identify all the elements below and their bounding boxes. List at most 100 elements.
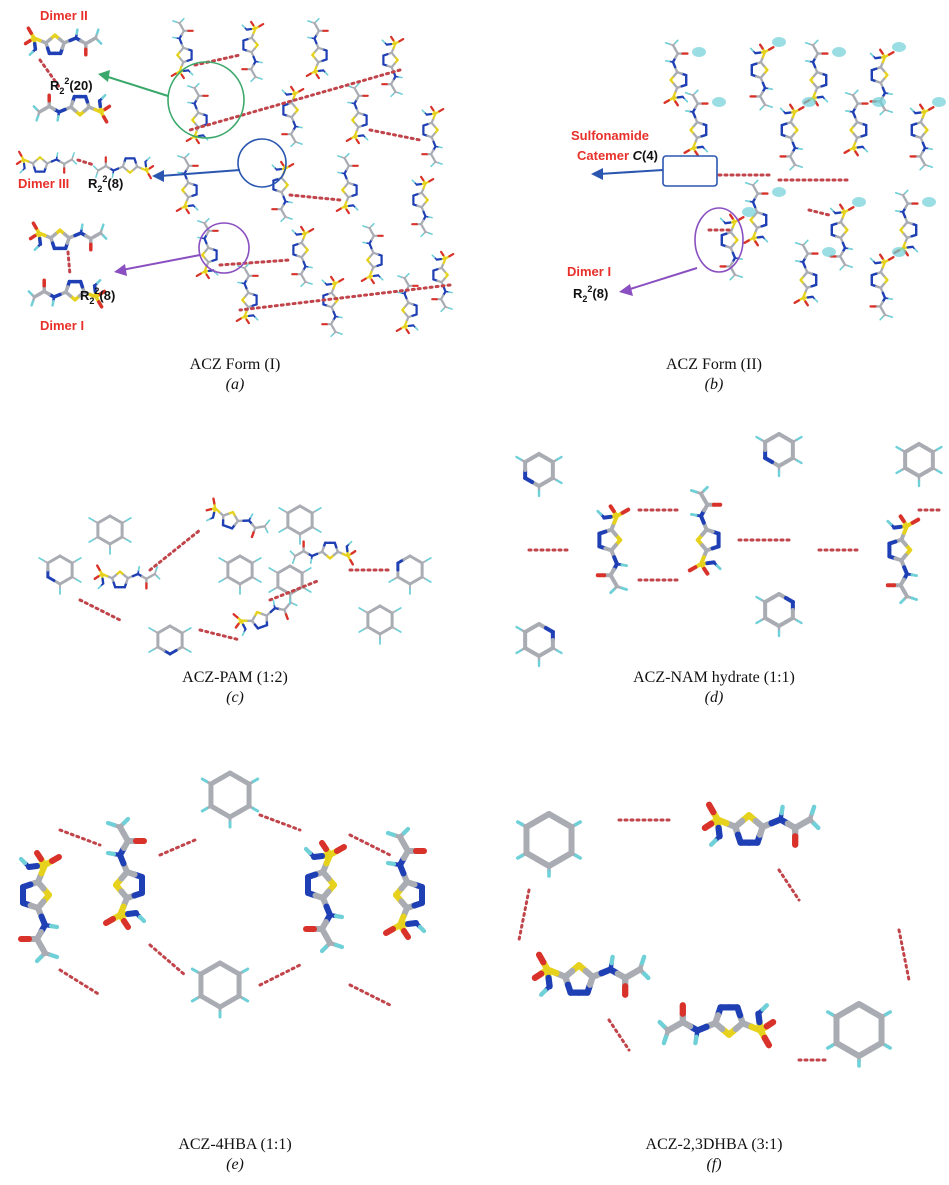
aromatic-ring [88, 514, 132, 555]
label-dimer2: Dimer II [40, 8, 88, 23]
bond [349, 559, 355, 566]
bond [844, 109, 851, 113]
hydrogen-bond [58, 968, 102, 997]
bond [234, 622, 240, 629]
bond [56, 114, 60, 122]
bond [180, 73, 185, 80]
bond [73, 160, 78, 165]
acetazolamide-molecule [18, 850, 62, 964]
bond [414, 326, 419, 331]
bond [370, 222, 375, 227]
bond [927, 147, 934, 151]
bond [258, 22, 265, 28]
aromatic-ring [278, 504, 322, 545]
bond [298, 142, 303, 145]
acetazolamide-molecule [779, 103, 805, 171]
bond [719, 217, 724, 222]
thermal-ellipsoid [802, 97, 816, 107]
bond [80, 223, 84, 231]
hydrogen-bond [238, 283, 452, 312]
bond [288, 201, 293, 204]
acetazolamide-molecule [205, 497, 271, 539]
bond [888, 255, 895, 261]
bond [425, 578, 432, 583]
bond [516, 820, 524, 827]
acetazolamide-molecule [719, 213, 745, 281]
acetazolamide-molecule [395, 272, 419, 335]
caption-f-title: ACZ-2,3DHBA (3:1) [645, 1136, 783, 1153]
acetazolamide-molecule [321, 275, 345, 338]
bond [555, 649, 563, 655]
bond [281, 89, 286, 94]
bond [620, 563, 629, 568]
bond [385, 860, 397, 867]
bond [137, 565, 141, 572]
bond [754, 179, 759, 184]
bond [839, 203, 844, 210]
bond [309, 558, 313, 565]
bond [814, 298, 819, 303]
bond [401, 928, 411, 940]
bond [75, 557, 82, 562]
bond [249, 513, 254, 519]
bond [694, 150, 699, 157]
arrow-dimer3 [159, 169, 241, 177]
bond [298, 126, 303, 129]
bond [195, 138, 200, 145]
bond [789, 103, 794, 110]
panel-d-diagram [515, 432, 943, 668]
thermal-ellipsoid [922, 197, 936, 207]
bond [102, 115, 109, 124]
bond [347, 101, 352, 104]
thermal-ellipsoid [712, 97, 726, 107]
bond [420, 233, 425, 238]
bond [364, 136, 369, 141]
hydrogen-bond [517, 888, 531, 942]
bond [338, 316, 343, 319]
bond [641, 971, 651, 981]
bond [272, 600, 276, 606]
bond [268, 588, 275, 593]
bond [693, 1034, 699, 1046]
bond [687, 565, 698, 573]
caption-f-letter: (f) [706, 1156, 722, 1173]
bond [101, 93, 107, 100]
bond [438, 146, 443, 149]
bond [291, 229, 296, 234]
bond [829, 207, 834, 212]
thermal-ellipsoid [892, 247, 906, 257]
bond [620, 507, 631, 515]
acetazolamide-molecule [175, 152, 199, 215]
bond [292, 603, 298, 607]
aromatic-ring [895, 442, 943, 488]
bond [689, 488, 698, 494]
acetazolamide-molecule [170, 17, 194, 80]
thermal-ellipsoid [692, 47, 706, 57]
bond [705, 801, 717, 816]
bond [34, 954, 44, 964]
bond [56, 152, 59, 157]
bond [417, 924, 427, 934]
bond [438, 107, 445, 113]
bond [574, 820, 582, 827]
bond [338, 277, 345, 283]
bond [894, 191, 901, 195]
bond [888, 50, 895, 56]
acetazolamide-molecule [28, 221, 108, 252]
arrow-dimer1-head [114, 264, 127, 276]
dimer1-highlight-circle [198, 222, 250, 274]
bond [335, 207, 342, 213]
bond [334, 844, 347, 854]
caption-c-letter: (c) [226, 689, 244, 706]
bond [684, 98, 689, 103]
bond [574, 853, 582, 860]
bond [72, 152, 75, 157]
aromatic-ring [755, 592, 803, 638]
bond [779, 107, 784, 112]
aromatic-ring [826, 1001, 892, 1068]
bond [894, 209, 901, 213]
bond [250, 78, 255, 83]
bond [684, 109, 691, 113]
bond [804, 239, 809, 244]
bond [869, 52, 874, 57]
